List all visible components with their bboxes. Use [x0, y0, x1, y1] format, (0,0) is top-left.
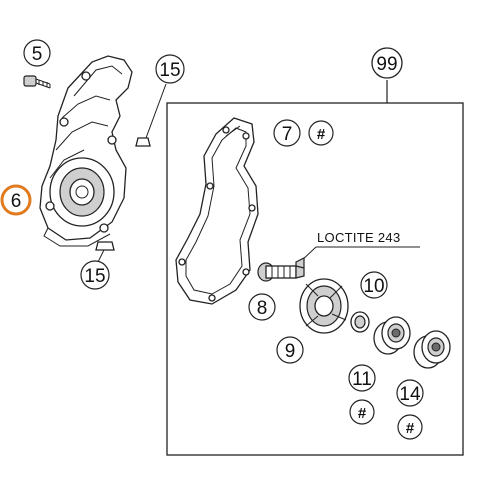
callout-5[interactable]: 5	[23, 39, 51, 67]
callout-6[interactable]: 6	[0, 184, 32, 216]
kit-frame	[166, 102, 464, 456]
callout-10[interactable]: 10	[360, 271, 388, 299]
callout-7[interactable]: 7	[273, 119, 301, 147]
callout-9[interactable]: 9	[276, 336, 304, 364]
hash-badge-11-label: #	[358, 405, 367, 422]
hash-badge-11: #	[349, 399, 375, 425]
callout-11-label: 11	[352, 369, 372, 390]
callout-99-label: 99	[376, 54, 397, 75]
hash-badge-14: #	[397, 414, 423, 440]
callout-11[interactable]: 11	[348, 364, 376, 392]
callout-15-bottom-label: 15	[84, 266, 105, 287]
hash-badge-7: #	[308, 120, 334, 146]
screw-15-top[interactable]	[135, 83, 167, 147]
hash-badge-7-label: #	[317, 126, 326, 143]
callout-6-label: 6	[11, 191, 22, 212]
callout-10-label: 10	[363, 276, 384, 297]
shaft-8[interactable]	[257, 262, 305, 282]
callout-14[interactable]: 14	[396, 379, 424, 407]
callout-99[interactable]: 99	[371, 47, 403, 79]
loctite-label: LOCTITE 243	[317, 230, 401, 245]
gasket-7[interactable]	[175, 117, 259, 305]
pump-cover-housing[interactable]	[39, 55, 133, 247]
screw-15-bottom[interactable]	[95, 241, 115, 263]
bolt-5[interactable]	[23, 75, 51, 89]
seal-ring-10[interactable]	[350, 311, 370, 333]
impeller-9[interactable]	[299, 278, 349, 334]
bearing-11[interactable]	[373, 316, 411, 355]
bearing-14[interactable]	[413, 330, 451, 369]
callout-15-top[interactable]: 15	[155, 54, 185, 84]
callout-15-bottom[interactable]: 15	[80, 260, 110, 290]
callout-7-label: 7	[282, 124, 293, 145]
callout-9-label: 9	[285, 341, 296, 362]
callout-5-label: 5	[32, 44, 43, 65]
hash-badge-14-label: #	[406, 420, 415, 437]
callout-8[interactable]: 8	[248, 293, 276, 321]
callout-14-label: 14	[399, 384, 421, 405]
callout-15-top-label: 15	[159, 60, 180, 81]
callout-8-label: 8	[257, 298, 268, 319]
